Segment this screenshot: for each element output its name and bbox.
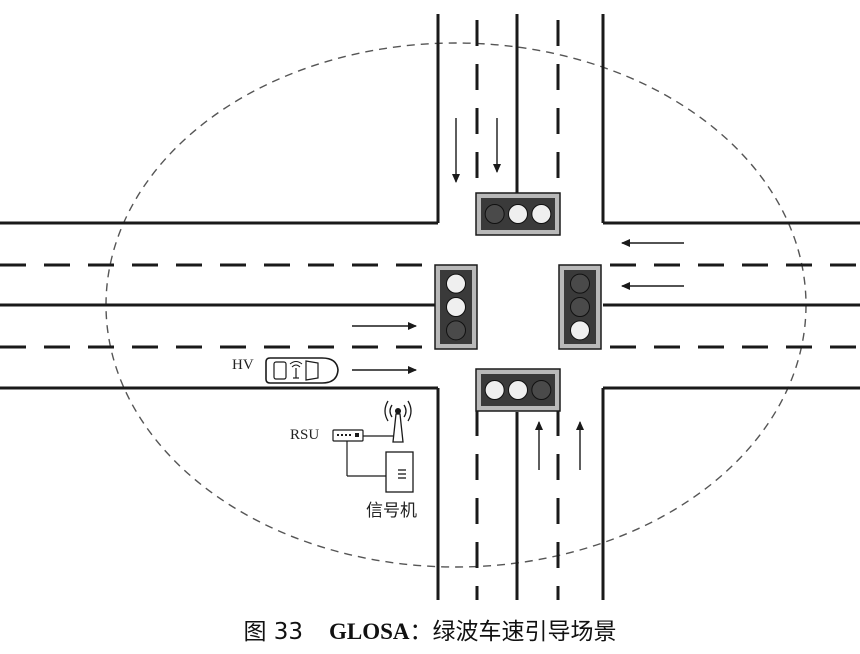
signal-controller-icon	[385, 451, 414, 493]
signal-lamp-lit	[570, 320, 590, 341]
traffic-light-east	[558, 264, 602, 350]
direction-arrows	[352, 118, 684, 470]
figure-caption: 图 33 GLOSA：绿波车速引导场景	[0, 612, 860, 646]
controller-label: 信号机	[366, 501, 417, 521]
rsu-device-icon	[332, 429, 393, 477]
vehicle-hv-icon	[265, 357, 339, 384]
figure-number: 图 33	[243, 619, 304, 645]
signal-lamp-off	[484, 204, 505, 224]
center-lines	[0, 14, 860, 600]
signal-lamp-lit	[531, 204, 552, 224]
traffic-signals	[434, 192, 602, 412]
signal-lamp-off	[570, 297, 590, 317]
antenna-icon	[384, 400, 412, 443]
rsu-label: RSU	[290, 427, 320, 443]
traffic-light-south	[475, 368, 561, 412]
signal-lamp-lit	[446, 297, 466, 317]
signal-lamp-lit	[508, 204, 528, 224]
traffic-light-west	[434, 264, 478, 350]
signal-lamp-off	[531, 380, 552, 400]
caption-separator: ：	[409, 619, 433, 645]
vehicle-label: HV	[232, 357, 254, 373]
signal-lamp-lit	[508, 380, 528, 400]
traffic-light-north	[475, 192, 561, 236]
road-edges	[0, 14, 860, 600]
lane-dashes	[0, 20, 860, 600]
signal-lamp-off	[570, 273, 590, 294]
caption-title: 绿波车速引导场景	[432, 619, 617, 645]
signal-lamp-lit	[446, 273, 466, 294]
signal-lamp-lit	[484, 380, 505, 400]
signal-lamp-off	[446, 320, 466, 341]
caption-acronym: GLOSA	[329, 619, 410, 644]
